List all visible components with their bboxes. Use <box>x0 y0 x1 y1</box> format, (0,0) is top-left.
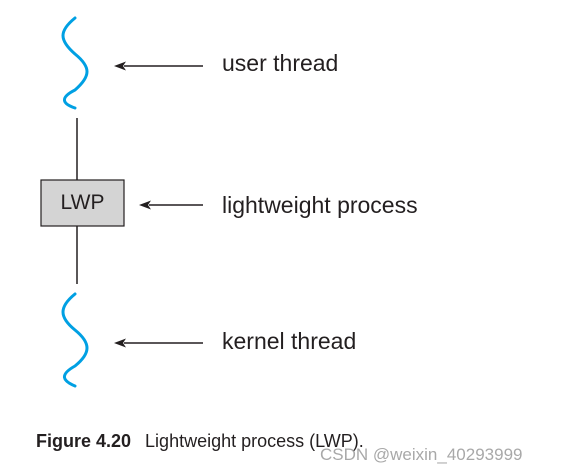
figure-caption-text: Lightweight process (LWP). <box>145 431 364 451</box>
watermark: CSDN @weixin_40293999 <box>320 445 523 464</box>
arrow-lwp <box>139 200 203 210</box>
figure-number: Figure 4.20 <box>36 431 132 451</box>
arrow-user-thread <box>114 61 203 71</box>
user-thread-label: user thread <box>222 50 339 76</box>
kernel-thread-wave-icon <box>61 292 89 388</box>
lightweight-process-label: lightweight process <box>222 192 418 218</box>
lwp-box <box>40 179 125 227</box>
kernel-thread-label: kernel thread <box>222 328 357 354</box>
arrow-kernel-thread <box>114 338 203 348</box>
user-thread-wave-icon <box>61 16 89 110</box>
figure-caption: Figure 4.20 Lightweight process (LWP). <box>36 432 364 450</box>
lwp-box-label: LWP <box>60 191 105 214</box>
